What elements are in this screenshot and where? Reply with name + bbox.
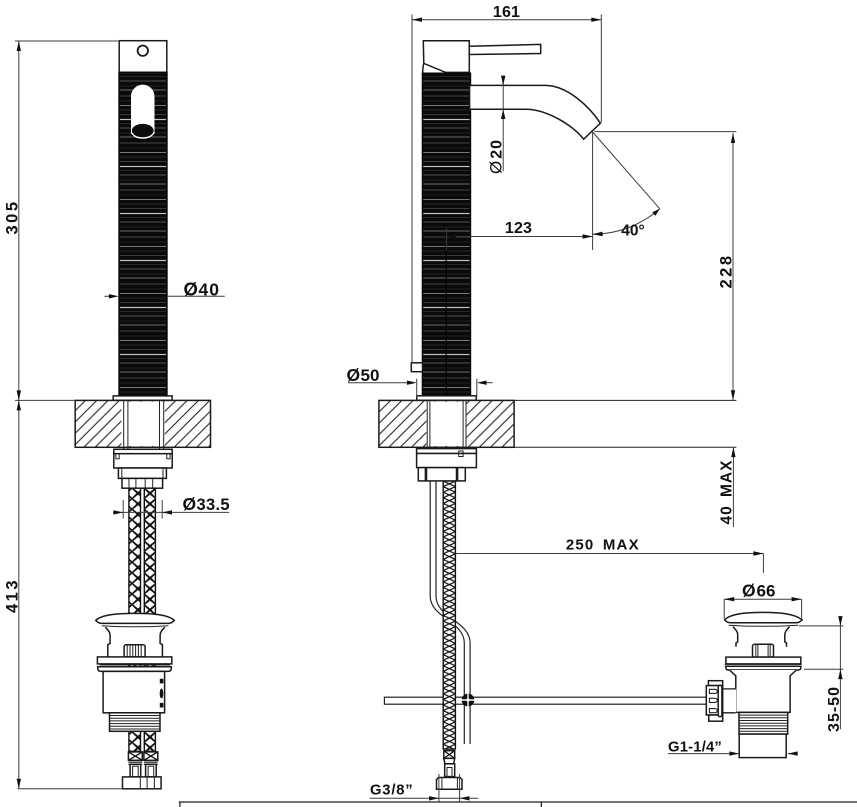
svg-text:50: 50 bbox=[361, 366, 380, 385]
svg-text:66: 66 bbox=[757, 582, 776, 601]
svg-text:33.5: 33.5 bbox=[197, 496, 230, 514]
svg-text:Ø: Ø bbox=[347, 365, 361, 385]
svg-text:228: 228 bbox=[717, 253, 735, 288]
svg-text:Ø: Ø bbox=[184, 278, 198, 299]
svg-text:Ø: Ø bbox=[742, 581, 756, 601]
svg-text:40°: 40° bbox=[621, 223, 644, 240]
svg-text:35-50: 35-50 bbox=[826, 686, 843, 732]
svg-text:G1-1/4”: G1-1/4” bbox=[668, 740, 722, 756]
svg-text:Ø: Ø bbox=[183, 494, 197, 514]
svg-text:250 MAX: 250 MAX bbox=[566, 537, 640, 554]
svg-text:305: 305 bbox=[3, 199, 21, 234]
svg-text:Ø20: Ø20 bbox=[487, 139, 506, 174]
svg-text:413: 413 bbox=[3, 578, 21, 613]
svg-text:40 MAX: 40 MAX bbox=[719, 460, 736, 525]
svg-text:G3/8”: G3/8” bbox=[370, 783, 413, 799]
svg-text:161: 161 bbox=[493, 4, 520, 21]
svg-text:123: 123 bbox=[505, 220, 532, 237]
svg-text:40: 40 bbox=[199, 279, 220, 299]
